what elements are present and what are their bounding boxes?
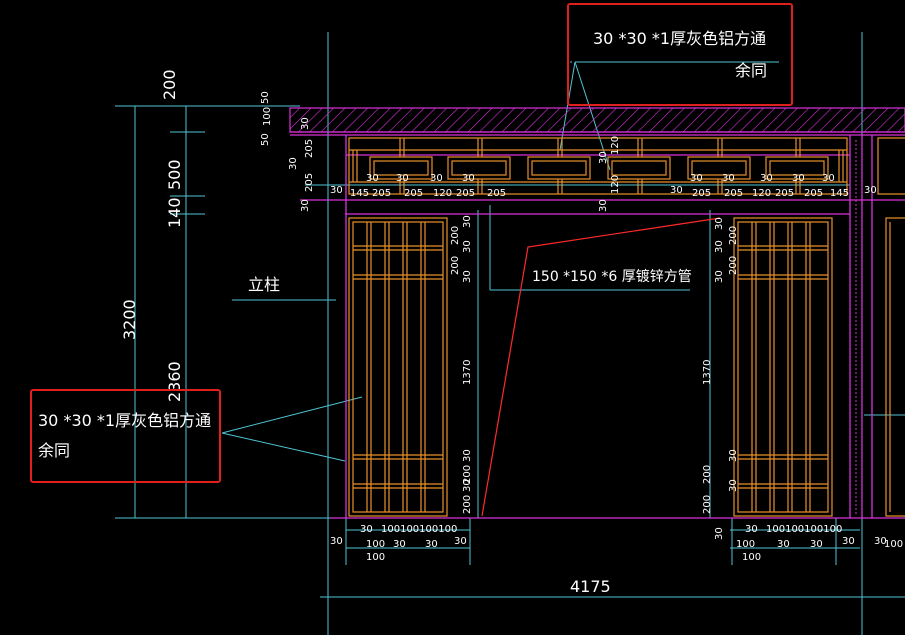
dim-500: 500 xyxy=(165,159,184,190)
svg-text:200: 200 xyxy=(462,465,473,484)
svg-text:30: 30 xyxy=(842,536,855,547)
svg-text:100100100100: 100100100100 xyxy=(766,524,842,535)
svg-text:30: 30 xyxy=(777,539,790,550)
svg-text:205: 205 xyxy=(404,188,423,199)
svg-text:100100100100: 100100100100 xyxy=(381,524,457,535)
svg-text:120: 120 xyxy=(610,175,621,194)
svg-text:205: 205 xyxy=(372,188,391,199)
svg-text:30: 30 xyxy=(462,479,473,492)
svg-text:30: 30 xyxy=(874,536,887,547)
svg-text:30: 30 xyxy=(822,173,835,184)
right-side-panel xyxy=(733,217,833,517)
svg-text:30: 30 xyxy=(462,215,473,228)
svg-text:100: 100 xyxy=(366,539,385,550)
svg-text:120: 120 xyxy=(433,188,452,199)
svg-text:200: 200 xyxy=(450,226,461,245)
dimension-texts: 200 3200 500 140 2360 4175 50 100 50 30 … xyxy=(120,69,903,596)
svg-text:30: 30 xyxy=(728,479,739,492)
svg-text:100: 100 xyxy=(366,552,385,563)
dim-140: 140 xyxy=(165,197,184,228)
svg-text:30: 30 xyxy=(598,199,609,212)
svg-text:30: 30 xyxy=(670,185,683,196)
svg-text:100: 100 xyxy=(736,539,755,550)
svg-text:30: 30 xyxy=(714,527,725,540)
svg-text:30: 30 xyxy=(393,539,406,550)
svg-text:30: 30 xyxy=(714,240,725,253)
svg-text:205: 205 xyxy=(724,188,743,199)
svg-text:30: 30 xyxy=(598,151,609,164)
svg-text:50: 50 xyxy=(260,91,271,104)
svg-text:100: 100 xyxy=(262,107,273,126)
svg-text:30: 30 xyxy=(745,524,758,535)
svg-text:30: 30 xyxy=(714,217,725,230)
svg-text:30: 30 xyxy=(454,536,467,547)
top-callout-line1: 30 *30 *1厚灰色铝方通 xyxy=(593,29,767,48)
post-label: 立柱 xyxy=(248,275,280,294)
top-callout-line2: 余同 xyxy=(735,61,768,80)
next-bay-panel xyxy=(877,137,905,517)
transom-lattice xyxy=(348,137,848,195)
svg-text:145: 145 xyxy=(830,188,849,199)
svg-text:30: 30 xyxy=(396,173,409,184)
svg-text:30: 30 xyxy=(300,199,311,212)
steel-tube-leader xyxy=(481,217,721,517)
svg-text:30: 30 xyxy=(714,270,725,283)
frame-structure xyxy=(290,131,905,519)
svg-text:30: 30 xyxy=(462,270,473,283)
svg-text:30: 30 xyxy=(690,173,703,184)
svg-text:120: 120 xyxy=(752,188,771,199)
svg-text:205: 205 xyxy=(775,188,794,199)
svg-text:200: 200 xyxy=(702,465,713,484)
svg-text:30: 30 xyxy=(792,173,805,184)
svg-text:205: 205 xyxy=(692,188,711,199)
svg-text:30: 30 xyxy=(360,524,373,535)
svg-text:205: 205 xyxy=(804,188,823,199)
svg-text:145: 145 xyxy=(350,188,369,199)
top-material-callout: 30 *30 *1厚灰色铝方通 余同 xyxy=(567,3,793,106)
svg-text:200: 200 xyxy=(728,256,739,275)
svg-text:205: 205 xyxy=(304,139,315,158)
svg-text:30: 30 xyxy=(300,117,311,130)
svg-text:100: 100 xyxy=(884,539,903,550)
left-side-panel xyxy=(348,217,448,517)
svg-text:30: 30 xyxy=(330,536,343,547)
svg-text:200: 200 xyxy=(462,495,473,514)
svg-text:30: 30 xyxy=(728,449,739,462)
svg-text:30: 30 xyxy=(462,173,475,184)
svg-text:30: 30 xyxy=(288,157,299,170)
svg-text:30: 30 xyxy=(722,173,735,184)
svg-text:30: 30 xyxy=(366,173,379,184)
svg-text:200: 200 xyxy=(450,256,461,275)
left-callout-line1: 30 *30 *1厚灰色铝方通 xyxy=(38,411,212,430)
svg-text:200: 200 xyxy=(702,495,713,514)
left-material-callout: 30 *30 *1厚灰色铝方通 余同 xyxy=(30,389,221,483)
svg-text:200: 200 xyxy=(728,226,739,245)
svg-text:205: 205 xyxy=(487,188,506,199)
svg-text:1370: 1370 xyxy=(462,360,473,385)
svg-text:30: 30 xyxy=(330,185,343,196)
svg-text:30: 30 xyxy=(425,539,438,550)
svg-text:205: 205 xyxy=(456,188,475,199)
svg-text:50: 50 xyxy=(260,133,271,146)
top-beam xyxy=(289,107,905,133)
left-callout-line2: 余同 xyxy=(38,441,71,460)
svg-text:30: 30 xyxy=(810,539,823,550)
dim-200: 200 xyxy=(160,69,179,100)
svg-text:30: 30 xyxy=(462,240,473,253)
svg-text:30: 30 xyxy=(864,185,877,196)
svg-text:30: 30 xyxy=(430,173,443,184)
svg-text:1370: 1370 xyxy=(702,360,713,385)
svg-text:30: 30 xyxy=(462,449,473,462)
svg-text:100: 100 xyxy=(742,552,761,563)
dim-3200: 3200 xyxy=(120,299,139,340)
svg-text:30: 30 xyxy=(760,173,773,184)
dim-2360: 2360 xyxy=(165,361,184,402)
svg-text:205: 205 xyxy=(304,173,315,192)
steel-tube-label: 150 *150 *6 厚镀锌方管 xyxy=(532,268,692,285)
dim-4175: 4175 xyxy=(570,577,611,596)
svg-text:120: 120 xyxy=(610,136,621,155)
